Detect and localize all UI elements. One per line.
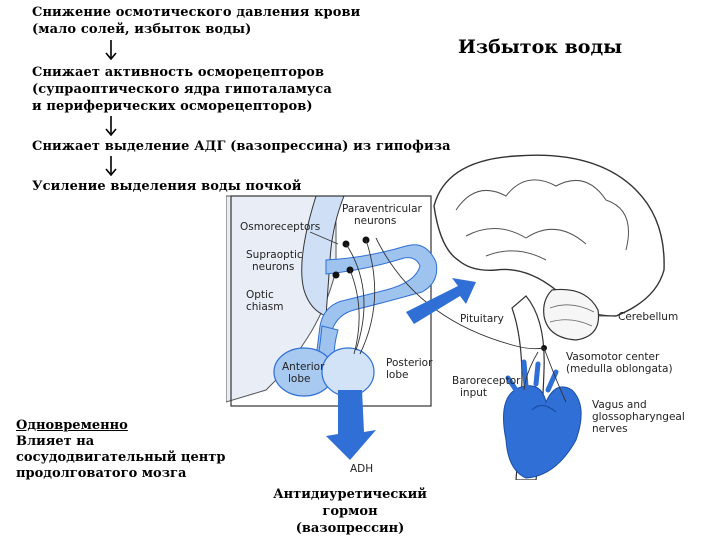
svg-text:Cerebellum: Cerebellum — [618, 311, 678, 323]
cerebellum-shape — [543, 288, 600, 341]
side-title: Избыток воды — [458, 36, 623, 58]
step-3: Снижает выделение АДГ (вазопрессина) из … — [32, 139, 451, 154]
label-optic-1: Optic — [246, 289, 274, 301]
label-anterior-2: lobe — [288, 373, 310, 385]
ventricle-shape — [301, 195, 345, 317]
label-vasomotor-1: Vasomotor center — [566, 351, 660, 363]
neuron-dot — [332, 271, 340, 279]
svg-text:lobe: lobe — [288, 373, 310, 385]
brain-outline — [433, 154, 665, 317]
blue-arrow-pituitary — [406, 278, 476, 324]
heart-icon — [503, 359, 582, 479]
svg-text:input: input — [460, 387, 487, 399]
label-paraventricular-2: neurons — [354, 215, 396, 227]
label-vagus-3: nerves — [592, 423, 628, 435]
label-paraventricular-1: Paraventricular — [342, 203, 423, 215]
label-vasomotor-2: (medulla oblongata) — [566, 363, 673, 375]
svg-text:chiasm: chiasm — [246, 301, 283, 313]
down-arrow-icon — [105, 116, 117, 136]
label-supraoptic-1: Supraoptic — [246, 249, 303, 261]
note-text: Влияет на сосудодвигательный центр продо… — [16, 434, 226, 481]
label-vagus-1: Vagus and — [592, 399, 647, 411]
svg-text:ADH: ADH — [350, 463, 373, 475]
label-optic-2: chiasm — [246, 301, 283, 313]
label-osmoreceptors: Osmoreceptors — [240, 221, 320, 233]
label-anterior-1: Anterior — [282, 361, 325, 373]
step-2: Снижает активность осморецепторов (супра… — [32, 65, 332, 114]
svg-text:nerves: nerves — [592, 423, 628, 435]
svg-text:Optic: Optic — [246, 289, 274, 301]
svg-text:Vasomotor center: Vasomotor center — [566, 351, 660, 363]
svg-text:(medulla oblongata): (medulla oblongata) — [566, 363, 673, 375]
svg-text:Osmoreceptors: Osmoreceptors — [240, 221, 320, 233]
posterior-lobe-shape — [321, 347, 375, 397]
svg-text:Anterior: Anterior — [282, 361, 325, 373]
brain-gyri — [455, 179, 629, 261]
svg-text:Supraoptic: Supraoptic — [246, 249, 303, 261]
note-block: Одновременно Влияет на сосудодвигательны… — [16, 402, 225, 498]
label-supraoptic-2: neurons — [252, 261, 294, 273]
label-baroreceptor-2: input — [460, 387, 487, 399]
note-heading: Одновременно — [16, 418, 128, 433]
step-4: Усиление выделения воды почкой — [32, 179, 302, 194]
neural-fiber — [375, 237, 545, 350]
svg-text:neurons: neurons — [354, 215, 396, 227]
svg-text:neurons: neurons — [252, 261, 294, 273]
svg-text:Vagus and: Vagus and — [592, 399, 647, 411]
down-arrow-icon — [105, 156, 117, 176]
label-cerebellum: Cerebellum — [618, 311, 678, 323]
label-baroreceptor-1: Baroreceptor — [452, 375, 521, 387]
label-pituitary: Pituitary — [460, 313, 504, 325]
label-posterior-1: Posterior — [386, 357, 433, 369]
svg-text:Baroreceptor: Baroreceptor — [452, 375, 521, 387]
down-arrow-icon — [105, 40, 117, 60]
adh-caption: Антидиуретический гормон (вазопрессин) — [273, 487, 427, 536]
vagus-fiber — [523, 347, 567, 403]
label-vagus-2: glossopharyngeal — [592, 411, 685, 423]
svg-text:Posterior: Posterior — [386, 357, 433, 369]
label-posterior-2: lobe — [386, 369, 408, 381]
neural-fiber — [345, 239, 376, 355]
label-adh: ADH — [350, 463, 373, 475]
blue-arrow-adh — [326, 390, 376, 460]
svg-text:Pituitary: Pituitary — [460, 313, 504, 325]
svg-text:glossopharyngeal: glossopharyngeal — [592, 411, 685, 423]
hypothalamic-tract — [315, 244, 438, 361]
step-1: Снижение осмотического давления крови (м… — [32, 5, 361, 37]
svg-text:lobe: lobe — [386, 369, 408, 381]
hypothalamus-pituitary-figure: Osmoreceptors Paraventricular neurons Su… — [226, 154, 685, 480]
svg-text:Paraventricular: Paraventricular — [342, 203, 423, 215]
